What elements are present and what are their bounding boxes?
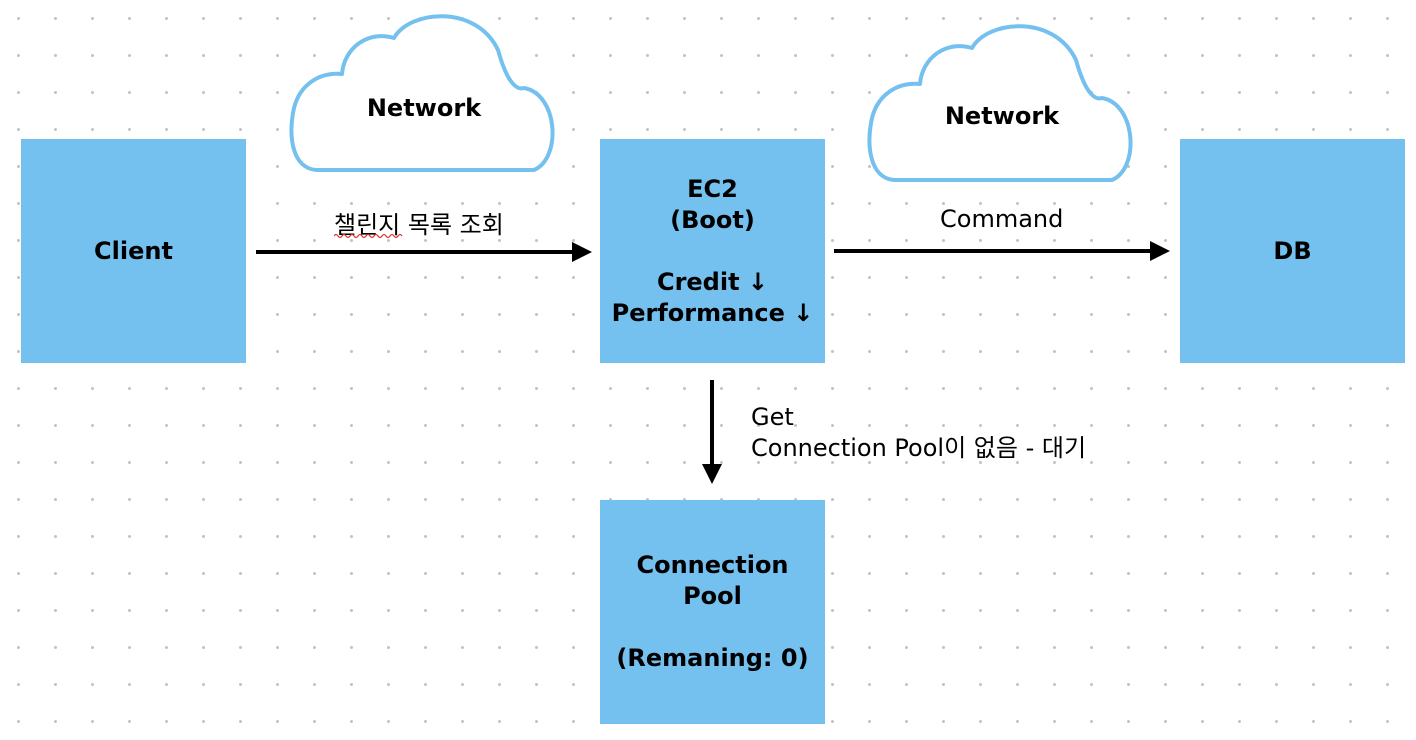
ec2-node: EC2 (Boot) Credit ↓ Performance ↓	[600, 139, 825, 363]
edge-label-ec2-to-db: Command	[940, 205, 1064, 233]
client-node: Client	[21, 139, 246, 363]
ec2-performance: Performance ↓	[611, 298, 814, 327]
network-cloud-left: Network	[286, 8, 562, 176]
ec2-credit: Credit ↓	[656, 267, 769, 296]
arrow-client-to-ec2	[256, 242, 592, 262]
edge-label-ec2-to-pool: Get Connection Pool이 없음 - 대기	[751, 402, 1086, 464]
network-label: Network	[944, 102, 1060, 130]
pool-subtitle: Pool	[683, 582, 742, 610]
client-label: Client	[94, 236, 173, 265]
network-label: Network	[366, 94, 482, 122]
db-label: DB	[1273, 236, 1312, 265]
edge-label-text: 챌린지 목록 조회	[334, 211, 504, 239]
ec2-title: EC2	[687, 174, 738, 203]
network-cloud-right: Network	[864, 18, 1140, 186]
db-node: DB	[1180, 139, 1405, 363]
cloud-icon	[867, 24, 1133, 182]
pool-title: Connection	[636, 551, 789, 579]
arrow-ec2-to-pool	[702, 380, 722, 484]
arrow-ec2-to-db	[834, 241, 1170, 261]
ec2-subtitle: (Boot)	[670, 205, 755, 234]
cloud-icon	[289, 14, 555, 172]
edge-label-client-to-ec2: 챌린지 목록 조회	[334, 205, 504, 240]
edge-label-wait: Connection Pool이 없음 - 대기	[751, 434, 1087, 462]
spellcheck-underline	[334, 233, 403, 239]
pool-remaining: (Remaning: 0)	[616, 644, 809, 672]
connection-pool-node: Connection Pool (Remaning: 0)	[600, 500, 825, 724]
edge-label-get: Get	[751, 403, 794, 431]
